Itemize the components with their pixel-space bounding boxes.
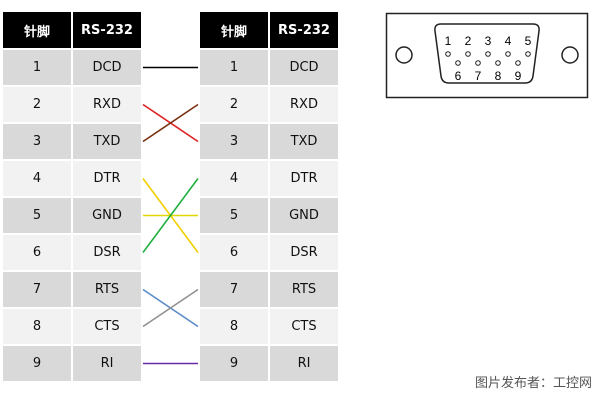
pin-number: 2 bbox=[3, 87, 71, 122]
signal-name: RI bbox=[270, 346, 338, 381]
signal-name: TXD bbox=[73, 124, 141, 159]
pin-number: 1 bbox=[3, 50, 71, 85]
pin-hole-5 bbox=[525, 51, 531, 57]
pin-number: 8 bbox=[200, 309, 268, 344]
pin-label-7: 7 bbox=[475, 69, 482, 83]
pin-number: 6 bbox=[200, 235, 268, 270]
pin-label-2: 2 bbox=[465, 34, 472, 48]
header-rs232: RS-232 bbox=[270, 12, 338, 48]
header-pin: 针脚 bbox=[3, 12, 71, 48]
pin-number: 9 bbox=[3, 346, 71, 381]
signal-name: GND bbox=[73, 198, 141, 233]
wire-3-to-2 bbox=[142, 103, 199, 143]
pin-label-6: 6 bbox=[455, 69, 462, 83]
image-caption: 图片发布者：工控网 bbox=[474, 376, 592, 391]
signal-name: DCD bbox=[73, 50, 141, 85]
wire-6-to-4 bbox=[142, 178, 199, 253]
pin-label-3: 3 bbox=[485, 34, 492, 48]
pin-label-8: 8 bbox=[495, 69, 502, 83]
pin-number: 9 bbox=[200, 346, 268, 381]
wire-8-to-7 bbox=[142, 288, 199, 328]
pin-hole-8 bbox=[495, 60, 501, 66]
mounting-hole-right bbox=[561, 46, 579, 64]
pin-number: 1 bbox=[200, 50, 268, 85]
signal-name: RTS bbox=[270, 272, 338, 307]
pin-hole-3 bbox=[485, 51, 491, 57]
db9-connector-icon: 1 2 3 4 5 6 7 8 9 bbox=[385, 12, 589, 99]
signal-name: RXD bbox=[270, 87, 338, 122]
pin-hole-7 bbox=[475, 60, 481, 66]
pin-number: 8 bbox=[3, 309, 71, 344]
signal-name: RTS bbox=[73, 272, 141, 307]
mounting-hole-left bbox=[395, 46, 413, 64]
pin-label-5: 5 bbox=[525, 34, 532, 48]
pin-label-1: 1 bbox=[445, 34, 452, 48]
signal-name: TXD bbox=[270, 124, 338, 159]
pin-number: 7 bbox=[3, 272, 71, 307]
signal-name: CTS bbox=[270, 309, 338, 344]
connector-pins bbox=[445, 51, 531, 66]
signal-name: DSR bbox=[270, 235, 338, 270]
signal-name: DCD bbox=[270, 50, 338, 85]
header-pin: 针脚 bbox=[200, 12, 268, 48]
signal-name: CTS bbox=[73, 309, 141, 344]
pin-number: 4 bbox=[200, 161, 268, 196]
pin-label-9: 9 bbox=[515, 69, 522, 83]
signal-name: GND bbox=[270, 198, 338, 233]
pin-number: 4 bbox=[3, 161, 71, 196]
pin-number: 5 bbox=[200, 198, 268, 233]
pin-hole-4 bbox=[505, 51, 511, 57]
signal-name: DSR bbox=[73, 235, 141, 270]
pin-hole-1 bbox=[445, 51, 451, 57]
pin-hole-6 bbox=[455, 60, 461, 66]
pin-number: 5 bbox=[3, 198, 71, 233]
pin-number: 3 bbox=[200, 124, 268, 159]
pin-number: 7 bbox=[200, 272, 268, 307]
signal-name: DTR bbox=[270, 161, 338, 196]
signal-name: DTR bbox=[73, 161, 141, 196]
signal-name: RXD bbox=[73, 87, 141, 122]
header-rs232: RS-232 bbox=[73, 12, 141, 48]
pin-number: 2 bbox=[200, 87, 268, 122]
pin-label-4: 4 bbox=[505, 34, 512, 48]
signal-name: RI bbox=[73, 346, 141, 381]
pin-hole-2 bbox=[465, 51, 471, 57]
pin-number: 6 bbox=[3, 235, 71, 270]
pin-hole-9 bbox=[515, 60, 521, 66]
pin-number: 3 bbox=[3, 124, 71, 159]
